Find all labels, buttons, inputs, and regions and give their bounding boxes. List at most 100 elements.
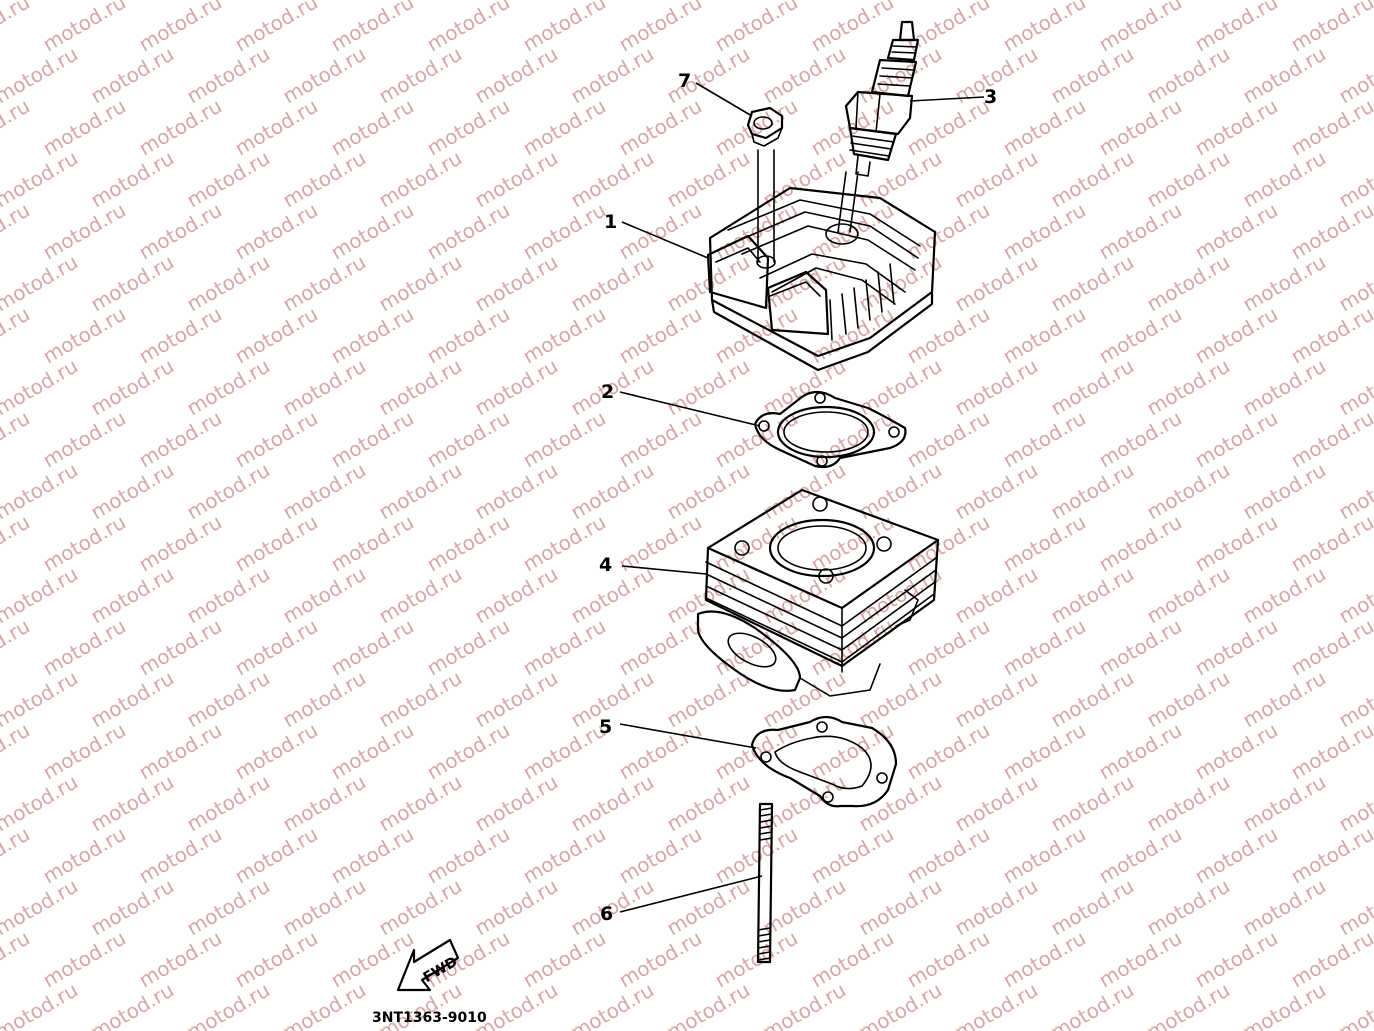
watermark-text: motod.ru (1047, 458, 1138, 525)
watermark-text: motod.ru (663, 42, 754, 109)
watermark-text: motod.ru (231, 718, 322, 785)
watermark-text: motod.ru (423, 822, 514, 889)
watermark-text: motod.ru (0, 510, 34, 577)
watermark-text: motod.ru (519, 822, 610, 889)
watermark-text: motod.ru (951, 562, 1042, 629)
watermark-text: motod.ru (87, 770, 178, 837)
watermark-text: motod.ru (951, 978, 1042, 1031)
watermark-text: motod.ru (135, 302, 226, 369)
watermark-text: motod.ru (807, 822, 898, 889)
watermark-text: motod.ru (39, 406, 130, 473)
callout-4: 4 (599, 554, 612, 576)
watermark-text: motod.ru (1239, 42, 1330, 109)
watermark-text: motod.ru (1287, 0, 1374, 56)
watermark-text: motod.ru (1191, 718, 1282, 785)
watermark-text: motod.ru (807, 614, 898, 681)
watermark-text: motod.ru (903, 198, 994, 265)
watermark-text: motod.ru (87, 42, 178, 109)
watermark-text: motod.ru (567, 770, 658, 837)
watermark-text: motod.ru (39, 198, 130, 265)
watermark-text: motod.ru (39, 0, 130, 56)
watermark-text: motod.ru (1143, 250, 1234, 317)
watermark-text: motod.ru (279, 250, 370, 317)
watermark-text: motod.ru (1143, 666, 1234, 733)
watermark-text: motod.ru (567, 42, 658, 109)
watermark-text: motod.ru (279, 666, 370, 733)
watermark-text: motod.ru (231, 94, 322, 161)
watermark-text: motod.ru (1287, 614, 1374, 681)
watermark-text: motod.ru (711, 198, 802, 265)
callout-5: 5 (599, 716, 612, 738)
watermark-text: motod.ru (39, 926, 130, 993)
watermark-text: motod.ru (183, 770, 274, 837)
watermark-text: motod.ru (1191, 302, 1282, 369)
watermark-text: motod.ru (183, 458, 274, 525)
watermark-text: motod.ru (135, 198, 226, 265)
watermark-text: motod.ru (615, 0, 706, 56)
watermark-text: motod.ru (375, 250, 466, 317)
watermark-text: motod.ru (567, 146, 658, 213)
watermark-text: motod.ru (711, 822, 802, 889)
watermark-text: motod.ru (855, 770, 946, 837)
watermark-text: motod.ru (375, 874, 466, 941)
watermark-text: motod.ru (87, 562, 178, 629)
watermark-text: motod.ru (1047, 978, 1138, 1031)
watermark-text: motod.ru (471, 458, 562, 525)
watermark-text: motod.ru (87, 354, 178, 421)
watermark-text: motod.ru (1239, 874, 1330, 941)
watermark-text: motod.ru (615, 926, 706, 993)
watermark-text: motod.ru (279, 770, 370, 837)
watermark-text: motod.ru (1191, 0, 1282, 56)
part-7-nut (746, 106, 784, 147)
part-2-head-gasket (753, 390, 907, 469)
watermark-text: motod.ru (951, 874, 1042, 941)
watermark-text: motod.ru (903, 718, 994, 785)
watermark-text: motod.ru (1239, 354, 1330, 421)
watermark-text: motod.ru (519, 0, 610, 56)
watermark-text: motod.ru (999, 0, 1090, 56)
watermark-text: motod.ru (663, 770, 754, 837)
watermark-text: motod.ru (183, 874, 274, 941)
part-3-spark-plug (844, 20, 920, 177)
watermark-text: motod.ru (87, 978, 178, 1031)
watermark-text: motod.ru (711, 926, 802, 993)
watermark-text: motod.ru (1143, 978, 1234, 1031)
watermark-text: motod.ru (1239, 666, 1330, 733)
watermark-text: motod.ru (135, 822, 226, 889)
watermark-text: motod.ru (423, 94, 514, 161)
watermark-text: motod.ru (663, 354, 754, 421)
watermark-text: motod.ru (1335, 978, 1374, 1031)
watermark-text: motod.ru (1239, 458, 1330, 525)
watermark-text: motod.ru (375, 354, 466, 421)
watermark-text: motod.ru (1047, 250, 1138, 317)
watermark-text: motod.ru (663, 458, 754, 525)
watermark-text: motod.ru (39, 614, 130, 681)
watermark-text: motod.ru (663, 978, 754, 1031)
watermark-text: motod.ru (231, 198, 322, 265)
watermark-text: motod.ru (135, 510, 226, 577)
callout-1: 1 (604, 211, 617, 233)
watermark-text: motod.ru (903, 926, 994, 993)
watermark-text: motod.ru (375, 42, 466, 109)
watermark-text: motod.ru (999, 94, 1090, 161)
watermark-text: motod.ru (471, 562, 562, 629)
watermark-text: motod.ru (183, 354, 274, 421)
watermark-text: motod.ru (423, 510, 514, 577)
watermark-text: motod.ru (231, 302, 322, 369)
watermark-text: motod.ru (375, 146, 466, 213)
part-6-stud-bolt (756, 802, 774, 964)
watermark-text: motod.ru (87, 874, 178, 941)
watermark-text: motod.ru (615, 718, 706, 785)
watermark-text: motod.ru (1095, 94, 1186, 161)
watermark-text: motod.ru (327, 302, 418, 369)
watermark-text: motod.ru (375, 770, 466, 837)
watermark-text: motod.ru (615, 94, 706, 161)
callout-6: 6 (600, 903, 613, 925)
watermark-text: motod.ru (87, 250, 178, 317)
watermark-text: motod.ru (519, 510, 610, 577)
watermark-text: motod.ru (1047, 874, 1138, 941)
watermark-text: motod.ru (1095, 926, 1186, 993)
watermark-text: motod.ru (1095, 198, 1186, 265)
watermark-text: motod.ru (279, 42, 370, 109)
